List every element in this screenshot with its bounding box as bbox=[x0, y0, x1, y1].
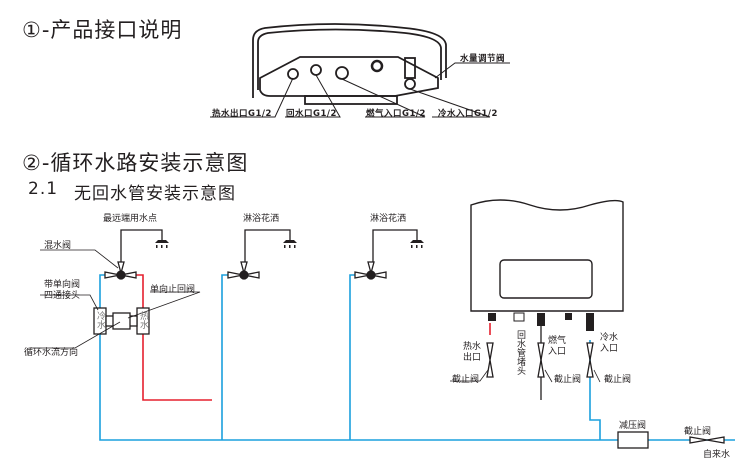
label-mix-valve: 混水阀 bbox=[44, 241, 72, 251]
gas-fitting bbox=[335, 66, 349, 80]
label-cold-2: 入口 bbox=[600, 344, 619, 354]
label-four-way-2: 四通接头 bbox=[44, 291, 81, 301]
label-stop-valve-cold: 截止阀 bbox=[604, 375, 632, 385]
label-leaders bbox=[30, 249, 601, 383]
shower-heads bbox=[155, 240, 424, 248]
label-gas-2: 入口 bbox=[548, 347, 567, 357]
section2-title: ②-循环水路安装示意图 bbox=[22, 151, 249, 175]
mix-valve-1 bbox=[104, 261, 137, 280]
hot-pipes bbox=[134, 274, 212, 401]
label-hot-outlet: 热水出口G1/2 bbox=[212, 109, 272, 119]
label-hot-outlet-2: 出口 bbox=[463, 353, 482, 363]
label-flow-valve: 水量调节阀 bbox=[460, 54, 506, 64]
heater-outer-shell bbox=[252, 23, 447, 98]
heater-bracket bbox=[304, 95, 398, 105]
water-heater bbox=[470, 199, 624, 312]
label-stop-valve-main: 截止阀 bbox=[684, 427, 712, 437]
heater-fittings bbox=[488, 312, 594, 331]
cold-pipes bbox=[99, 274, 735, 441]
label-stop-valve-gas: 截止阀 bbox=[554, 375, 582, 385]
label-check-valve: 单向止回阀 bbox=[150, 285, 196, 295]
flow-valve-body bbox=[404, 57, 416, 79]
center-port bbox=[370, 59, 384, 73]
heater-inner-shell bbox=[257, 28, 442, 90]
label-return-plug: 回水管堵头 bbox=[515, 330, 525, 375]
mixing-valves bbox=[104, 261, 387, 280]
mix-valve-3 bbox=[354, 261, 387, 280]
label-shower-1: 淋浴花洒 bbox=[243, 214, 280, 224]
label-gas-inlet: 燃气入口G1/2 bbox=[366, 109, 426, 119]
heater-bottom-view bbox=[252, 23, 447, 105]
label-return: 回水口G1/2 bbox=[286, 109, 337, 119]
label-cold-water: 冷水 bbox=[95, 311, 105, 329]
label-shower-2: 淋浴花洒 bbox=[370, 214, 407, 224]
label-flow-direction: 循环水流方向 bbox=[24, 348, 79, 358]
four-way-connector bbox=[93, 307, 150, 335]
cold-inlet-fitting bbox=[404, 78, 416, 90]
leader-lines bbox=[210, 62, 510, 118]
label-hot-water: 热水 bbox=[138, 311, 148, 329]
shower-lines bbox=[120, 229, 418, 262]
section1-title: ①-产品接口说明 bbox=[22, 18, 183, 42]
heater-bottom-panel bbox=[259, 56, 439, 97]
label-pressure-valve: 减压阀 bbox=[619, 421, 647, 431]
return-fitting bbox=[310, 64, 322, 76]
label-tap-water: 自来水 bbox=[703, 450, 731, 460]
label-stop-valve-hot: 截止阀 bbox=[452, 375, 480, 385]
subsection-title: 无回水管安装示意图 bbox=[74, 184, 236, 204]
label-cold-1: 冷水 bbox=[600, 333, 619, 343]
label-four-way-1: 带单向阀 bbox=[44, 280, 81, 290]
label-cold-inlet: 冷水入口G1/2 bbox=[438, 109, 498, 119]
label-hot-outlet-1: 热水 bbox=[463, 342, 482, 352]
mix-valve-2 bbox=[227, 261, 260, 280]
stop-valves bbox=[486, 342, 725, 444]
label-gas-1: 燃气 bbox=[548, 336, 567, 346]
label-farthest-point: 最远端用水点 bbox=[103, 214, 158, 224]
subsection-number: 2.1 bbox=[28, 179, 59, 199]
pressure-reducing-valve bbox=[617, 431, 649, 449]
hot-outlet-fitting bbox=[287, 68, 299, 80]
